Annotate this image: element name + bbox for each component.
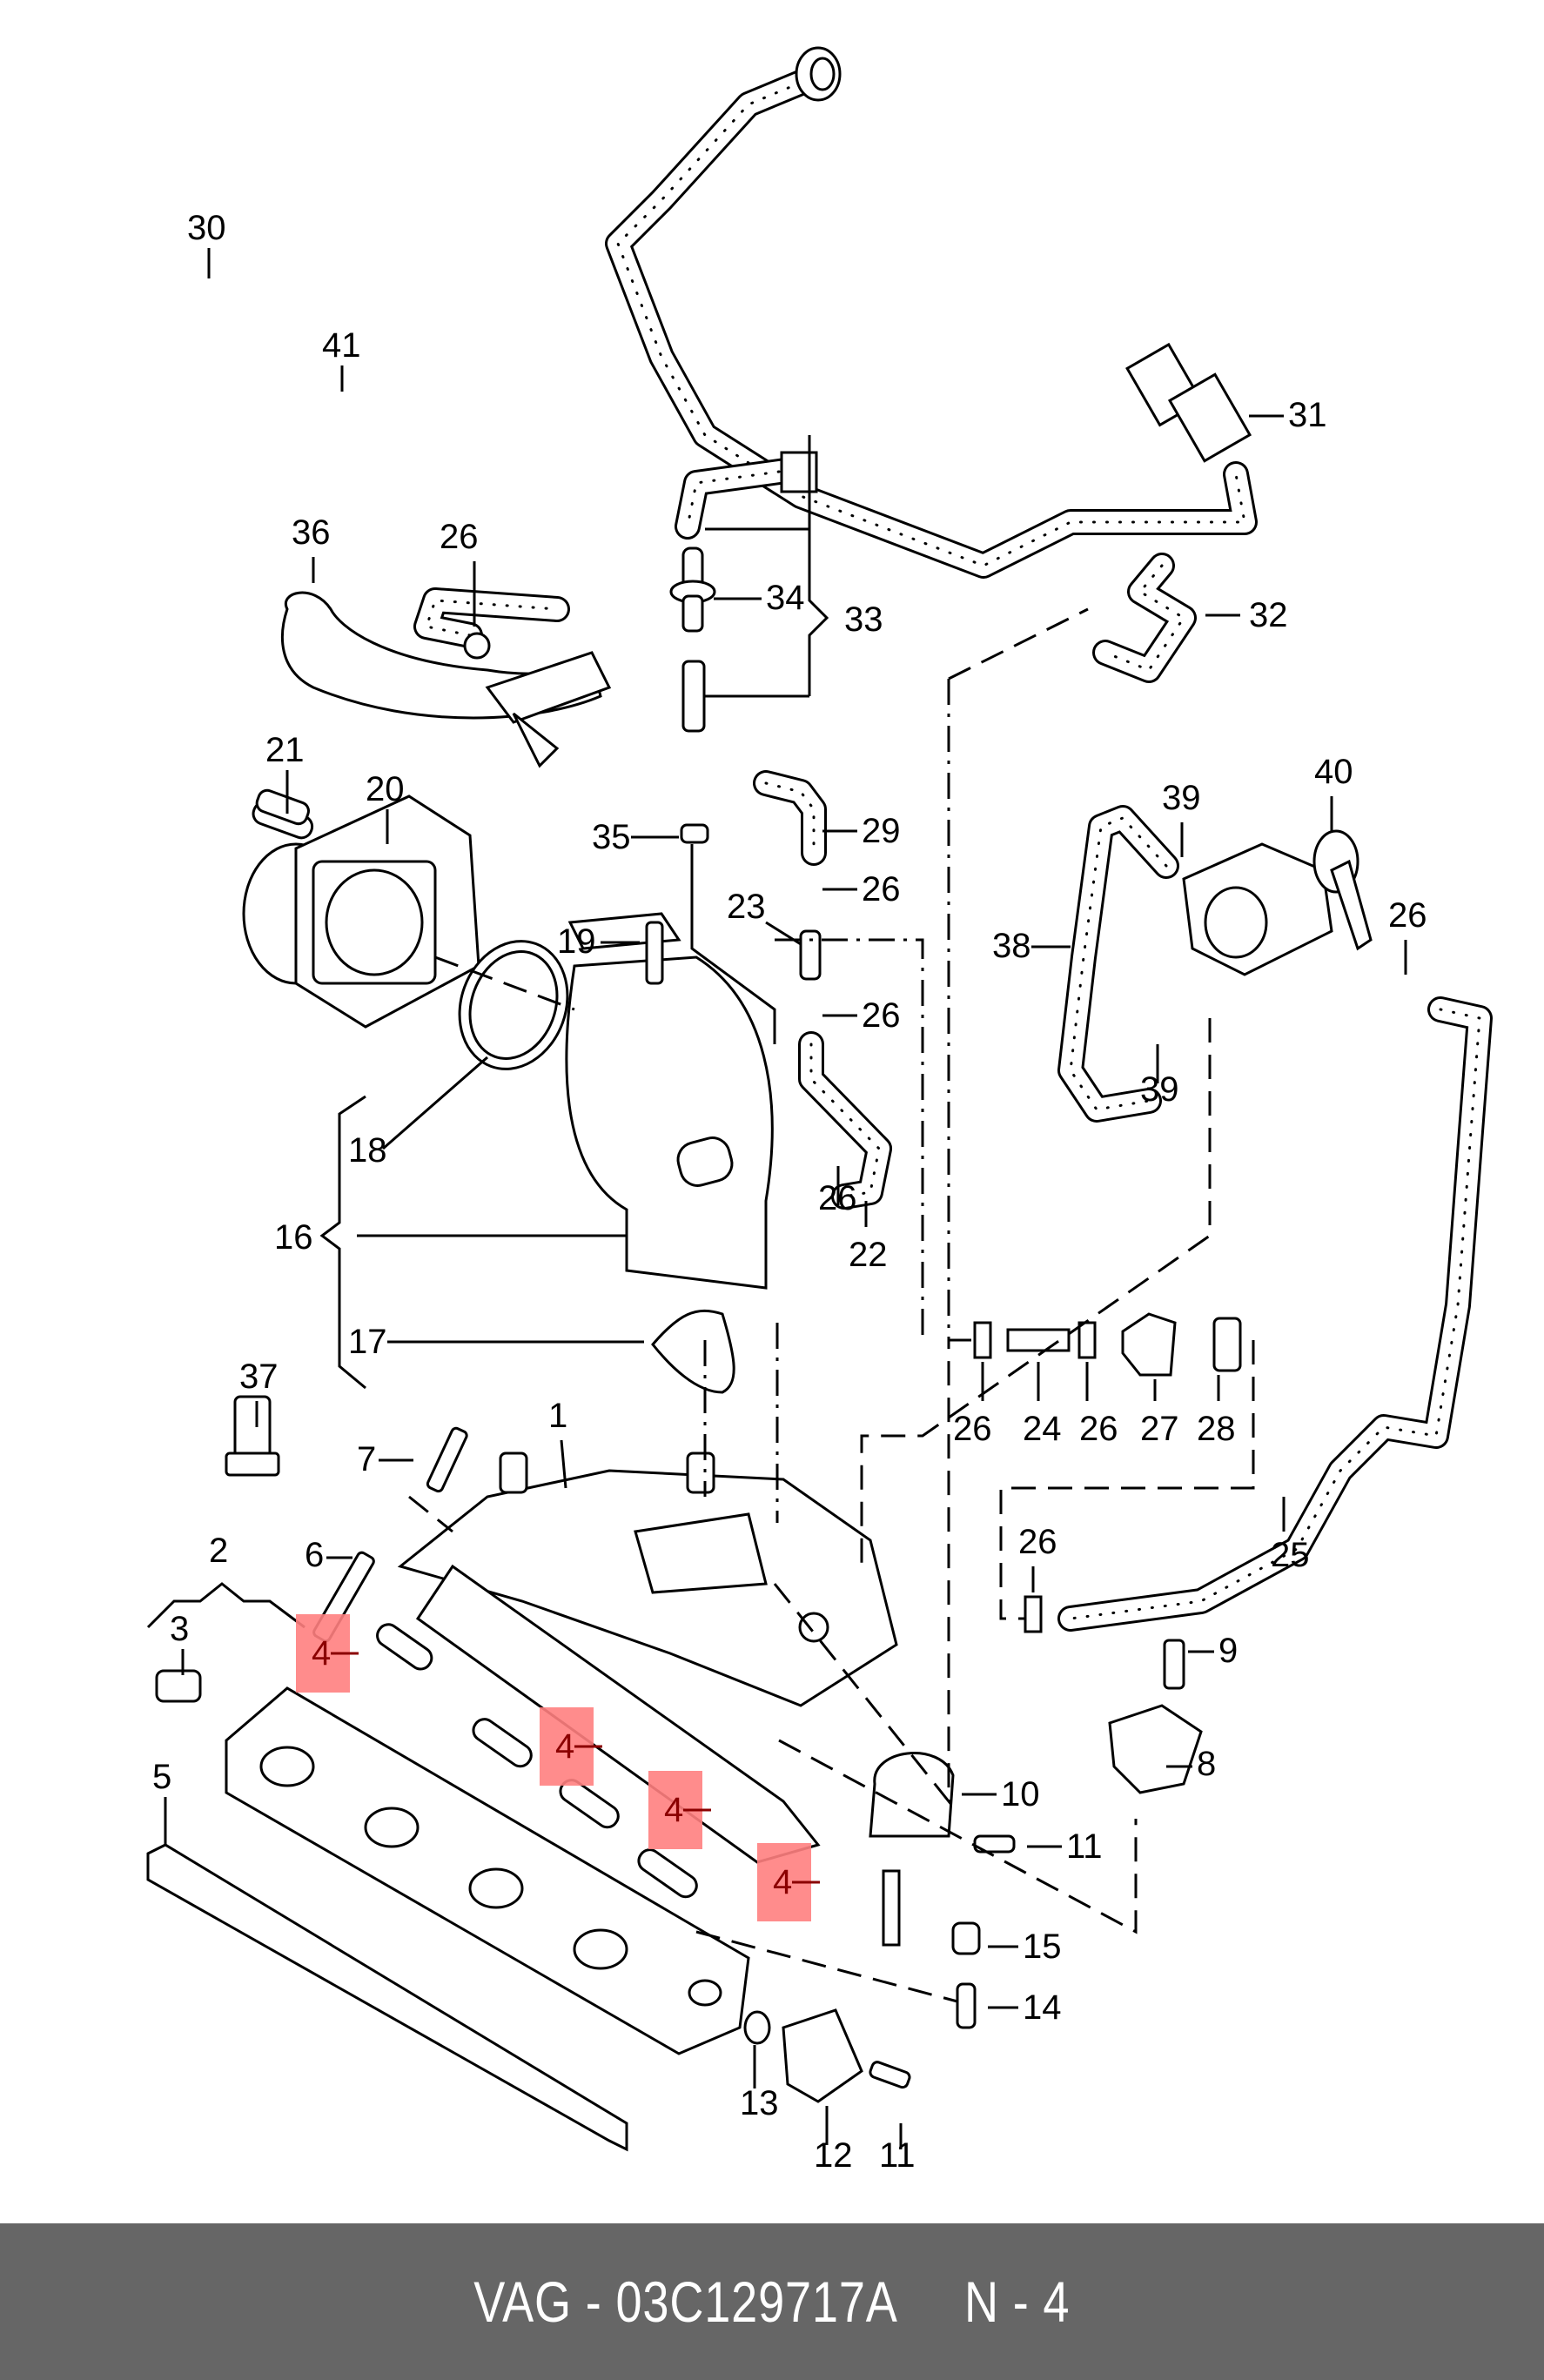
bracket-lines <box>146 435 829 1629</box>
part-35-clip <box>680 823 709 844</box>
callout-3: 3 <box>170 1610 189 1648</box>
callout-26: 26 <box>1079 1410 1118 1448</box>
callout-21: 21 <box>265 731 305 769</box>
callout-16: 16 <box>274 1218 313 1257</box>
callout-29: 29 <box>862 812 901 850</box>
part-13-oring <box>743 2010 771 2045</box>
part-37-sensor <box>233 1395 272 1459</box>
callout-31: 31 <box>1288 396 1327 434</box>
part-31-connector <box>1125 342 1252 463</box>
callout-1: 1 <box>548 1397 567 1435</box>
part-40-egr-valve <box>1182 829 1373 976</box>
callout-leader-18 <box>382 1056 488 1150</box>
part-4-gaskets <box>376 1623 698 1899</box>
callout-20: 20 <box>366 770 405 808</box>
part-3-plug <box>155 1669 202 1703</box>
callout-19: 19 <box>557 922 596 961</box>
part-number-caption: VAG - 03C129717A N - 4 <box>473 2269 1071 2334</box>
callout-11: 11 <box>1066 1827 1103 1866</box>
part-34-valve <box>669 546 716 733</box>
callout-40: 40 <box>1314 753 1353 791</box>
callout-9: 9 <box>1218 1632 1238 1670</box>
callout-30: 30 <box>187 209 226 247</box>
highlight-label: 4 <box>664 1791 683 1829</box>
part-1-intake-manifold <box>397 1451 898 1864</box>
parts-diagram: 1235678910111112131415161718192021222324… <box>146 46 1493 2175</box>
part-12-sensor <box>782 2008 863 2103</box>
callout-leader-1 <box>560 1439 567 1489</box>
callout-labels: 1235678910111112131415161718192021222324… <box>152 209 1427 2175</box>
part-2-flange <box>225 1686 750 2055</box>
part-25-hose <box>1057 996 1493 1632</box>
part-17-gasket <box>651 1309 735 1394</box>
highlight-label: 4 <box>555 1727 574 1766</box>
part-19-bolt <box>645 921 664 985</box>
callout-2: 2 <box>209 1532 228 1570</box>
callout-7: 7 <box>357 1440 376 1478</box>
callout-39: 39 <box>1140 1070 1179 1109</box>
assembly-lines <box>408 607 1255 2003</box>
small-parts <box>155 788 1203 2103</box>
callout-10: 10 <box>1001 1775 1040 1813</box>
callout-26: 26 <box>953 1410 992 1448</box>
callout-23: 23 <box>727 888 766 926</box>
callout-11: 11 <box>879 2136 916 2175</box>
callout-12: 12 <box>814 2136 853 2175</box>
callout-27: 27 <box>1140 1410 1179 1448</box>
callout-26: 26 <box>818 1179 857 1217</box>
highlight-label: 4 <box>773 1863 792 1901</box>
part-36-pipe <box>281 587 612 768</box>
part-8-sensor <box>1108 1704 1203 1794</box>
callout-25: 25 <box>1271 1536 1310 1574</box>
callout-26: 26 <box>1018 1523 1057 1561</box>
callout-41: 41 <box>322 326 361 365</box>
callout-22: 22 <box>849 1236 888 1274</box>
part-23-tee <box>799 929 822 981</box>
callout-14: 14 <box>1023 1988 1062 2027</box>
footer-bar: VAG - 03C129717A N - 4 <box>0 2223 1544 2380</box>
callout-26: 26 <box>862 996 901 1035</box>
callout-leader-23 <box>765 921 802 946</box>
part-14-fitting <box>956 1982 977 2029</box>
part-15-plug <box>951 1921 981 1955</box>
highlighted-part-labels: 4 4 4 4 <box>296 1614 820 1921</box>
part-38-hose <box>1057 805 1179 1123</box>
callout-17: 17 <box>348 1323 387 1361</box>
callout-15: 15 <box>1023 1927 1062 1966</box>
callout-39: 39 <box>1162 779 1201 817</box>
part-32-hose <box>1092 553 1197 683</box>
callout-13: 13 <box>740 2084 779 2122</box>
callout-28: 28 <box>1197 1410 1236 1448</box>
callout-36: 36 <box>292 513 331 552</box>
callout-34: 34 <box>766 579 805 617</box>
callout-18: 18 <box>348 1131 387 1170</box>
callout-26: 26 <box>440 518 479 556</box>
callout-35: 35 <box>592 818 631 856</box>
inline-parts-row <box>973 1312 1242 1633</box>
callout-26: 26 <box>1388 896 1427 935</box>
callout-5: 5 <box>152 1758 171 1796</box>
callout-24: 24 <box>1023 1410 1062 1448</box>
breather-hose <box>605 46 1258 579</box>
part-10-rod <box>882 1869 901 1947</box>
callout-8: 8 <box>1197 1745 1216 1783</box>
callout-38: 38 <box>992 927 1031 965</box>
part-11-bolt-upper <box>973 1834 1016 1854</box>
part-20-throttle-body <box>242 794 480 1029</box>
highlight-label: 4 <box>312 1634 331 1673</box>
callout-6: 6 <box>305 1536 324 1574</box>
part-10-actuator <box>869 1752 955 1838</box>
callout-37: 37 <box>239 1358 279 1396</box>
part-9-bolt <box>1163 1639 1185 1690</box>
part-7-bolt <box>426 1426 468 1493</box>
small-hoses <box>753 770 892 1210</box>
part-16-intake-elbow <box>565 912 774 1290</box>
callout-33: 33 <box>844 600 883 639</box>
part-11-bolt-lower <box>869 2061 911 2089</box>
callout-32: 32 <box>1249 596 1288 634</box>
callout-26: 26 <box>862 870 901 908</box>
